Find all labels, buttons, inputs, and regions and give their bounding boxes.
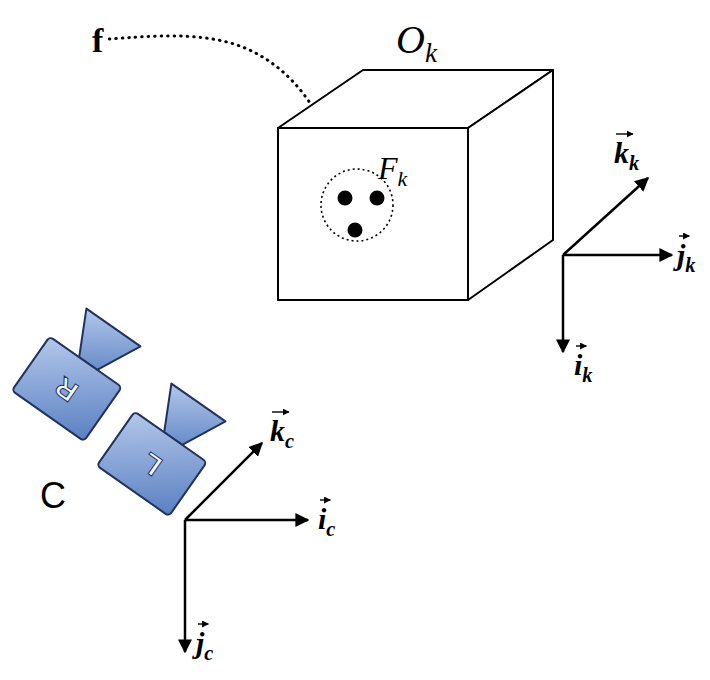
axis-label: jk: [677, 240, 696, 275]
vector-arrow: [272, 411, 289, 412]
feature-set-name: Fk: [378, 152, 407, 191]
axis-arrow: [562, 255, 565, 352]
symbol-subscript: c: [326, 518, 335, 540]
camera-housing: [97, 412, 207, 517]
axis-arrow: [563, 254, 672, 257]
axis-label: kk: [614, 138, 639, 173]
feature-point: [370, 191, 385, 206]
symbol-subscript: c: [204, 642, 213, 664]
camera-name: C: [40, 478, 66, 514]
feature-point: [338, 191, 353, 206]
vector-arrow: [679, 235, 689, 236]
camera-housing: [12, 337, 122, 442]
axis-arrow: [563, 178, 648, 255]
symbol-subscript: k: [629, 152, 639, 174]
symbol-base: i: [574, 348, 582, 381]
symbol-subscript: k: [685, 254, 695, 276]
symbol-subscript: c: [285, 430, 294, 452]
feature-label: f: [92, 24, 103, 58]
symbol-base: f: [92, 22, 103, 59]
vector-arrow: [576, 345, 586, 346]
axis-label: jc: [196, 628, 213, 663]
cube-side: [468, 70, 553, 300]
cube-front: [278, 128, 468, 300]
object-box: OkFk: [278, 18, 558, 308]
object-axes: [563, 178, 672, 352]
camera-axes: [185, 443, 308, 652]
axis-label: kc: [270, 416, 294, 451]
symbol-base: k: [270, 414, 285, 447]
symbol-subscript: k: [582, 364, 592, 386]
symbol-subscript: k: [398, 167, 408, 191]
object-name: Ok: [396, 20, 437, 67]
symbol-base: j: [677, 238, 685, 271]
symbol-base: O: [396, 17, 425, 62]
axis-arrow: [185, 519, 308, 522]
vector-arrow: [616, 133, 633, 134]
symbol-base: i: [318, 502, 326, 535]
axis-arrow: [184, 520, 187, 652]
symbol-base: j: [196, 626, 204, 659]
vector-arrow: [198, 623, 208, 624]
feature-point: [348, 223, 363, 238]
symbol-base: k: [614, 136, 629, 169]
axis-label: ic: [318, 504, 335, 539]
symbol-subscript: k: [425, 38, 437, 68]
vector-arrow: [320, 499, 330, 500]
symbol-base: C: [40, 475, 66, 516]
axis-label: ik: [574, 350, 593, 385]
symbol-base: F: [378, 150, 398, 186]
